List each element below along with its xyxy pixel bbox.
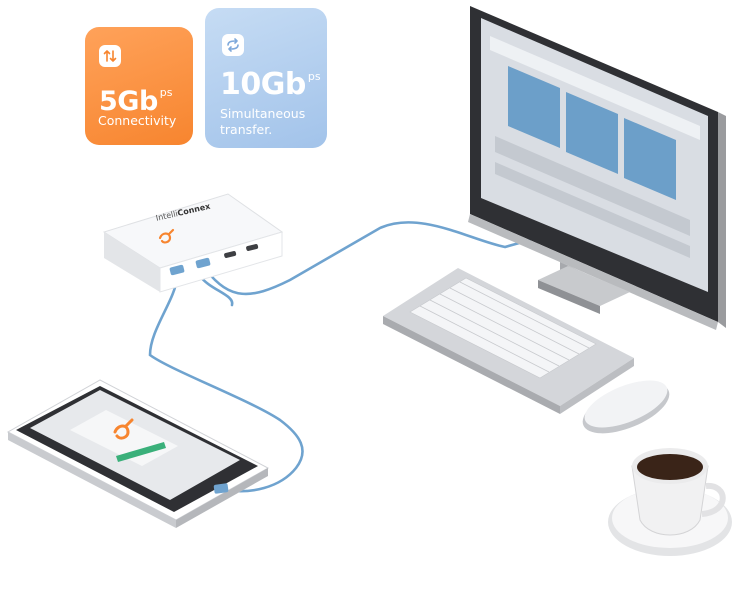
cable-tablet bbox=[148, 276, 304, 493]
cable-monitor bbox=[204, 221, 532, 296]
tablet bbox=[6, 379, 270, 528]
mouse bbox=[582, 380, 670, 434]
monitor bbox=[468, 6, 726, 330]
transfer-label: Simultaneous transfer. bbox=[220, 106, 305, 137]
usb-hub bbox=[102, 193, 284, 293]
coffee-cup bbox=[608, 448, 732, 556]
connectivity-label: Connectivity bbox=[98, 113, 177, 128]
transfer-label-line2: transfer. bbox=[220, 121, 273, 137]
updown-arrows-icon bbox=[99, 45, 121, 67]
transfer-label-line1: Simultaneous bbox=[220, 106, 306, 121]
keyboard bbox=[383, 268, 634, 414]
sync-arrows-icon bbox=[222, 34, 244, 56]
brand-logo-icon bbox=[158, 228, 175, 244]
